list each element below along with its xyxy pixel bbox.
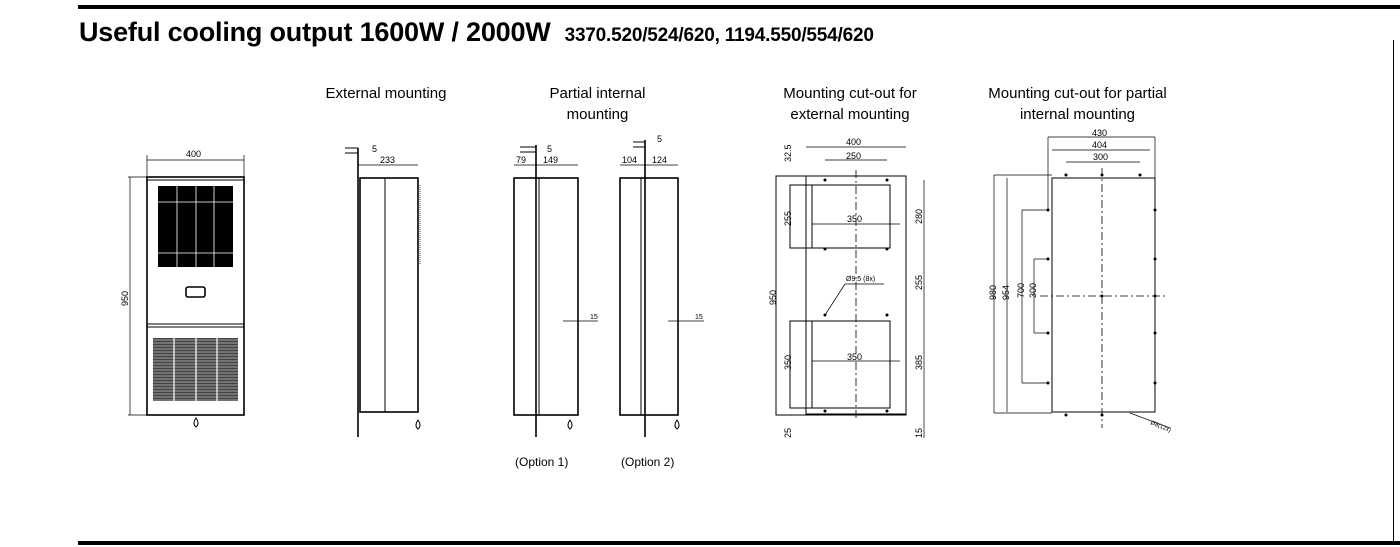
dim-ce-top: 32.5 xyxy=(783,144,793,162)
dim-cp-cut-h: 954 xyxy=(1001,285,1011,300)
drain-icon xyxy=(567,419,573,430)
dim-ce-bottom-left: 25 xyxy=(783,428,793,438)
dim-cp-inner-h: 300 xyxy=(1028,283,1038,298)
dim-opt1-drain: 15 xyxy=(590,314,598,321)
caption-option2: (Option 2) xyxy=(621,455,675,469)
upper-grille xyxy=(158,186,233,267)
dim-opt2-inside: 104 xyxy=(622,155,637,165)
side-external: 5 233 xyxy=(345,144,421,437)
side-option2: 5 104 124 15 xyxy=(619,134,704,437)
dim-ce-right-lower: 385 xyxy=(914,355,924,370)
caption-option1: (Option 1) xyxy=(515,455,569,469)
dim-cp-outer-w: 430 xyxy=(1092,128,1107,138)
control-display-icon xyxy=(185,286,206,298)
bottom-rule xyxy=(78,541,1400,545)
drain-icon xyxy=(193,417,199,428)
title-text: Useful cooling output 1600W / 2000W xyxy=(79,17,551,47)
dim-cp-hole-note: Ø8(12x) xyxy=(1149,420,1171,434)
dim-front-height: 950 xyxy=(120,291,130,306)
top-rule xyxy=(78,5,1400,9)
dim-ce-total: 950 xyxy=(768,290,778,305)
dim-ce-upper-h: 255 xyxy=(783,211,793,226)
dim-opt2-wall: 5 xyxy=(657,134,662,144)
dim-ce-lower-w: 350 xyxy=(847,352,862,362)
dim-ce-right-upper: 280 xyxy=(914,209,924,224)
right-border xyxy=(1393,40,1394,541)
dim-opt1-outside: 149 xyxy=(543,155,558,165)
dim-opt1-inside: 79 xyxy=(516,155,526,165)
dim-ext-wall: 5 xyxy=(372,144,377,154)
dim-cp-cut-w: 404 xyxy=(1092,140,1107,150)
dim-ce-holes: 250 xyxy=(846,151,861,161)
model-numbers: 3370.520/524/620, 1194.550/554/620 xyxy=(564,25,874,46)
dim-ce-bottom-right: 15 xyxy=(914,428,924,438)
front-view: 400 950 xyxy=(120,149,245,428)
dim-ce-lower-h: 350 xyxy=(783,355,793,370)
dim-ce-upper-w: 350 xyxy=(847,214,862,224)
drain-icon xyxy=(415,419,421,430)
cutout-external: 400 250 32.5 255 350 280 Ø9.5 (8x) 255 9… xyxy=(768,137,925,438)
dim-opt2-drain: 15 xyxy=(695,314,703,321)
dim-front-width: 400 xyxy=(186,149,201,159)
dim-ext-depth: 233 xyxy=(380,155,395,165)
side-option1: 5 79 149 15 xyxy=(513,144,598,437)
dim-cp-outer-h: 980 xyxy=(988,285,998,300)
drain-icon xyxy=(674,419,680,430)
caption-external: External mounting xyxy=(325,85,447,102)
dim-ce-hole-note: Ø9.5 (8x) xyxy=(846,276,875,283)
dim-opt1-wall: 5 xyxy=(547,144,552,154)
dim-cp-holes: 300 xyxy=(1093,152,1108,162)
dim-opt2-outside: 124 xyxy=(652,155,667,165)
dim-cp-hole-h: 700 xyxy=(1016,283,1026,298)
dim-ce-width: 400 xyxy=(846,137,861,147)
page-title: Useful cooling output 1600W / 2000W 3370.… xyxy=(79,17,874,48)
cutout-partial: 430 404 300 980 954 700 300 Ø8(12x) xyxy=(988,128,1172,434)
dim-ce-right-middle: 255 xyxy=(914,275,924,290)
